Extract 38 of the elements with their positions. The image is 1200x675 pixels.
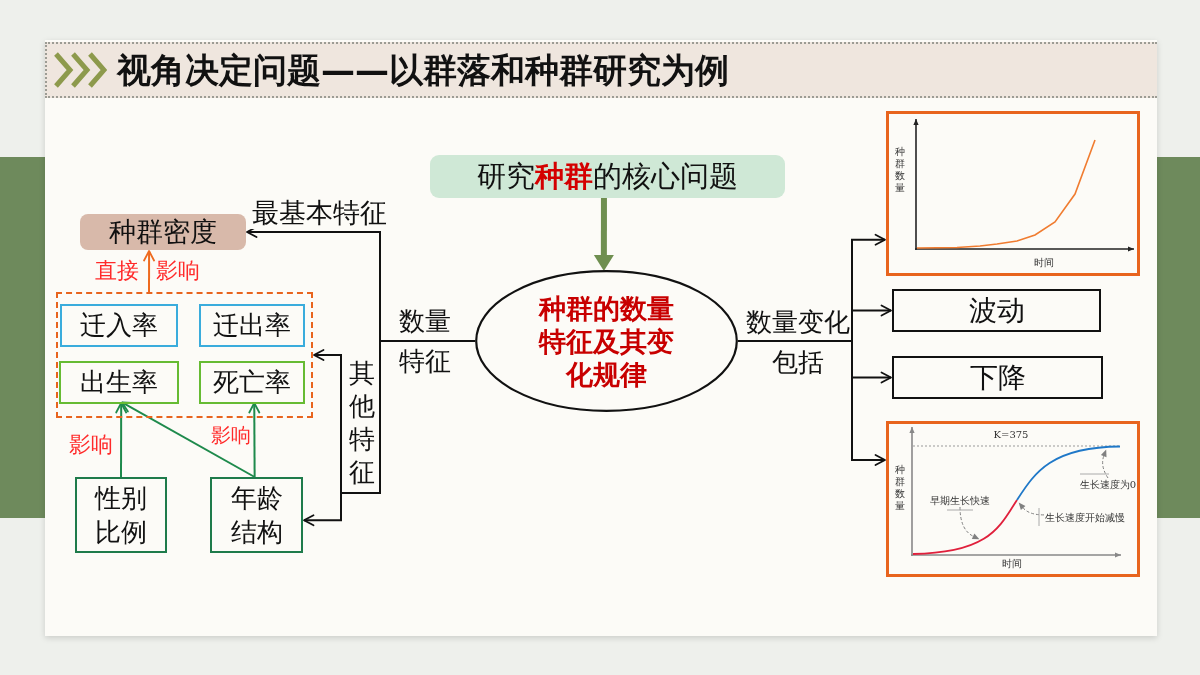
density-box: 种群密度: [80, 214, 246, 250]
axis-title: 种群数量: [893, 464, 906, 513]
line-label: 数量变化包括: [745, 306, 851, 379]
axis-title: 时间: [1001, 558, 1023, 571]
value-label: K=375: [992, 429, 1030, 442]
annotation-label: 生长速度开始减慢: [1044, 511, 1125, 524]
annotation-label: 早期生长快速: [930, 494, 990, 507]
edge-label: 影响: [210, 422, 252, 448]
trend-box: 波动: [892, 289, 1101, 332]
leader-line: [1100, 449, 1109, 479]
line-label: 直接: [94, 257, 140, 285]
axis-title: 种群数量: [893, 146, 906, 195]
rate-box: 迁入率: [60, 304, 178, 347]
question-box: 研究种群的核心问题: [430, 155, 785, 198]
arrow: [143, 250, 155, 293]
chart-panel: [886, 421, 1140, 577]
annotation-label: 生长速度为0: [1079, 478, 1137, 491]
rate-box: 出生率: [59, 361, 179, 404]
leader-line: [1018, 502, 1045, 516]
arrow: [593, 198, 614, 271]
arrow: [737, 340, 886, 466]
rate-box: 死亡率: [199, 361, 305, 404]
factor-box: 年龄结构: [210, 477, 303, 553]
rate-box: 迁出率: [199, 304, 305, 347]
chart-panel: [886, 111, 1140, 276]
trend-box: 下降: [892, 356, 1103, 399]
factor-box: 性别比例: [75, 477, 167, 553]
topic-ellipse: 种群的数量特征及其变化规律: [475, 270, 738, 412]
line-label: 数量特征: [398, 305, 452, 378]
axis-title: 时间: [1033, 257, 1055, 270]
leader-line: [959, 506, 980, 540]
line-label: 影响: [155, 257, 201, 285]
arrow: [121, 401, 256, 478]
arrow: [115, 402, 128, 478]
dashed-frame: [56, 292, 313, 418]
arrow: [248, 402, 261, 478]
arrow: [303, 340, 476, 527]
page-title: 视角决定问题——以群落和种群研究为例: [117, 49, 729, 92]
